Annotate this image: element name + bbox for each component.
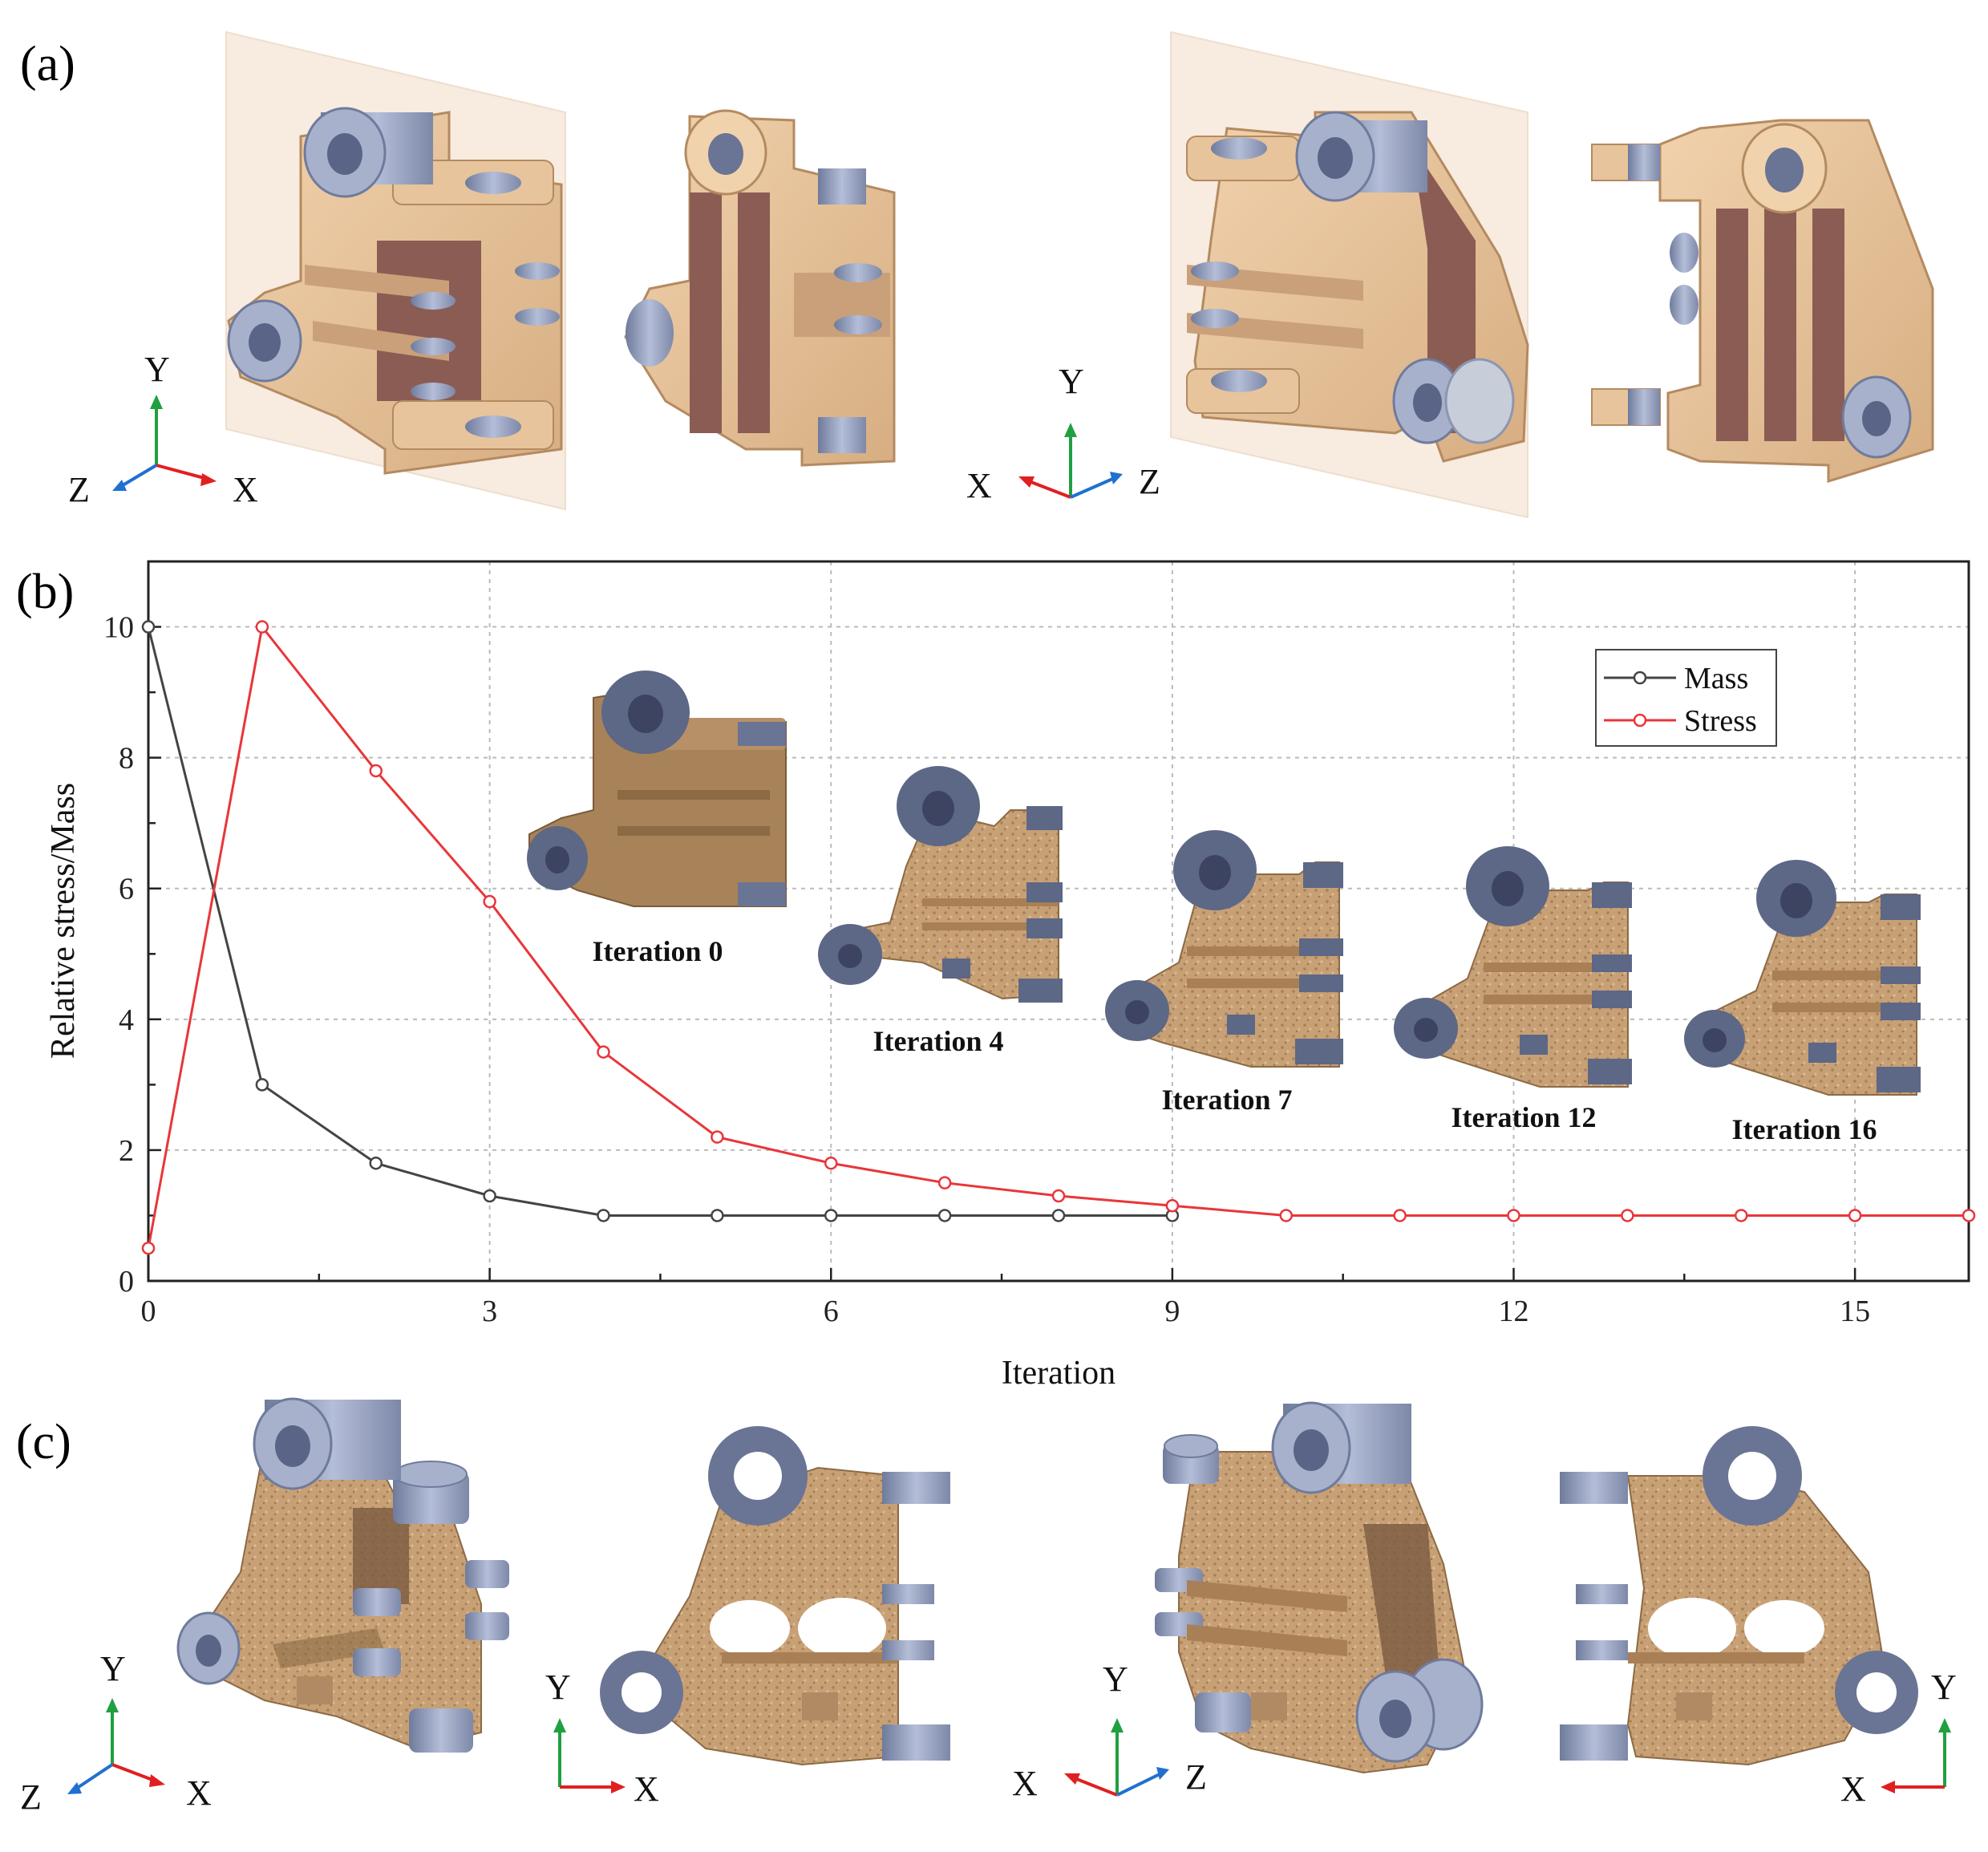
iteration-label-16: Iteration 16 (1732, 1113, 1877, 1145)
y-tick-label: 6 (119, 873, 134, 906)
data-point-stress (141, 1241, 156, 1255)
y-tick-label: 4 (119, 1003, 134, 1037)
y-axis-title: Relative stress/Mass (45, 783, 82, 1059)
thumb-iteration-7 (1105, 830, 1343, 1068)
data-point-mass (255, 1078, 269, 1092)
part-c3 (1155, 1401, 1484, 1774)
legend-label-stress: Stress (1684, 704, 1757, 738)
data-point-stress (1962, 1209, 1976, 1222)
x-tick-label: 12 (1499, 1295, 1529, 1328)
y-tick-label: 10 (103, 611, 134, 645)
axis-label-y: Y (144, 350, 170, 389)
data-point-mass (141, 620, 156, 634)
iteration-thumbnails: Iteration 0 Iteration 4 Iteration 7 Iter… (527, 671, 1921, 1145)
axis-label-x: X (1012, 1764, 1038, 1803)
axis-label-z: Z (20, 1777, 42, 1817)
data-point-mass (1051, 1209, 1066, 1222)
iteration-label-7: Iteration 7 (1162, 1084, 1293, 1116)
thumb-iteration-12 (1394, 846, 1632, 1088)
axis-label-y: Y (100, 1649, 126, 1688)
part-a4 (1591, 119, 1934, 484)
axis-label-z: Z (1139, 462, 1160, 501)
axis-label-y: Y (1059, 362, 1084, 401)
x-tick-label: 6 (824, 1295, 839, 1328)
plot-frame (147, 560, 1970, 1283)
iteration-label-4: Iteration 4 (873, 1025, 1004, 1057)
data-point-mass (597, 1209, 610, 1222)
part-c2 (600, 1426, 950, 1766)
legend-label-mass: Mass (1684, 662, 1748, 695)
legend-box (1595, 649, 1777, 747)
axis-label-z: Z (1185, 1757, 1207, 1797)
part-a3 (1170, 30, 1529, 519)
iteration-label-12: Iteration 12 (1452, 1101, 1597, 1133)
data-point-stress (1507, 1209, 1520, 1222)
axis-triad-a-left: Y Z X (68, 350, 258, 509)
part-c4 (1560, 1426, 1918, 1766)
axis-triad-c3: Y X Z (1012, 1660, 1207, 1803)
data-point-stress (597, 1045, 610, 1059)
axis-label-y: Y (545, 1668, 571, 1707)
stress-mass-chart: 0 3 6 9 12 15 0 2 4 6 8 10 Iteration Relative stres… (45, 560, 1976, 1392)
axis-triad-a-right: Y X Z (966, 362, 1160, 505)
data-point-stress (1735, 1209, 1748, 1222)
data-point-stress (1165, 1198, 1180, 1213)
panel-label-a: (a) (20, 37, 75, 91)
y-tick-label: 0 (119, 1265, 134, 1299)
data-point-stress (483, 894, 496, 909)
axis-triad-c4: Y X (1840, 1668, 1957, 1809)
chart-series (141, 620, 1976, 1255)
panel-a-drawings (225, 30, 1934, 519)
axis-label-y: Y (1931, 1668, 1957, 1707)
data-point-mass (369, 1156, 383, 1170)
part-a2 (624, 109, 896, 467)
thumb-iteration-16 (1684, 860, 1921, 1096)
x-tick-label: 0 (141, 1295, 156, 1328)
data-point-stress (937, 1176, 952, 1189)
data-point-stress (824, 1156, 838, 1170)
data-point-stress (1279, 1209, 1293, 1222)
axis-label-y: Y (1103, 1660, 1128, 1699)
axis-label-x: X (966, 466, 992, 505)
axis-triad-c2: Y X (545, 1668, 659, 1809)
panel-label-b: (b) (16, 565, 74, 619)
x-tick-label: 9 (1164, 1295, 1180, 1328)
data-point-mass (483, 1189, 496, 1203)
axis-label-x: X (186, 1773, 212, 1813)
axis-label-z: Z (68, 470, 90, 509)
axis-label-x: X (634, 1769, 659, 1809)
data-point-mass (711, 1209, 724, 1222)
data-point-stress (1621, 1209, 1634, 1222)
data-point-stress (1393, 1209, 1407, 1222)
axis-triad-c1: Y Z X (20, 1649, 212, 1817)
data-point-mass (824, 1209, 838, 1222)
data-point-mass (937, 1209, 952, 1222)
data-point-stress (1848, 1209, 1862, 1222)
y-tick-label: 2 (119, 1134, 134, 1168)
panel-label-c: (c) (16, 1415, 71, 1469)
panel-c-drawings (176, 1397, 1918, 1774)
x-tick-label: 3 (482, 1295, 497, 1328)
data-point-stress (711, 1130, 724, 1144)
axis-label-x: X (233, 470, 258, 509)
legend-marker-mass (1633, 671, 1647, 685)
x-axis-title: Iteration (1002, 1355, 1115, 1392)
data-point-stress (1051, 1189, 1066, 1203)
data-point-stress (255, 620, 269, 634)
data-point-stress (369, 764, 383, 778)
part-c1 (176, 1397, 509, 1753)
axis-label-x: X (1840, 1769, 1866, 1809)
thumb-iteration-4 (818, 766, 1063, 1003)
part-a1 (225, 30, 566, 511)
thumb-iteration-0 (527, 671, 787, 907)
series-line-mass (147, 626, 1172, 1217)
chart-legend: Mass Stress (1595, 649, 1777, 747)
y-tick-label: 8 (119, 742, 134, 776)
legend-marker-stress (1633, 713, 1647, 727)
iteration-label-0: Iteration 0 (593, 935, 723, 967)
x-tick-label: 15 (1840, 1295, 1870, 1328)
